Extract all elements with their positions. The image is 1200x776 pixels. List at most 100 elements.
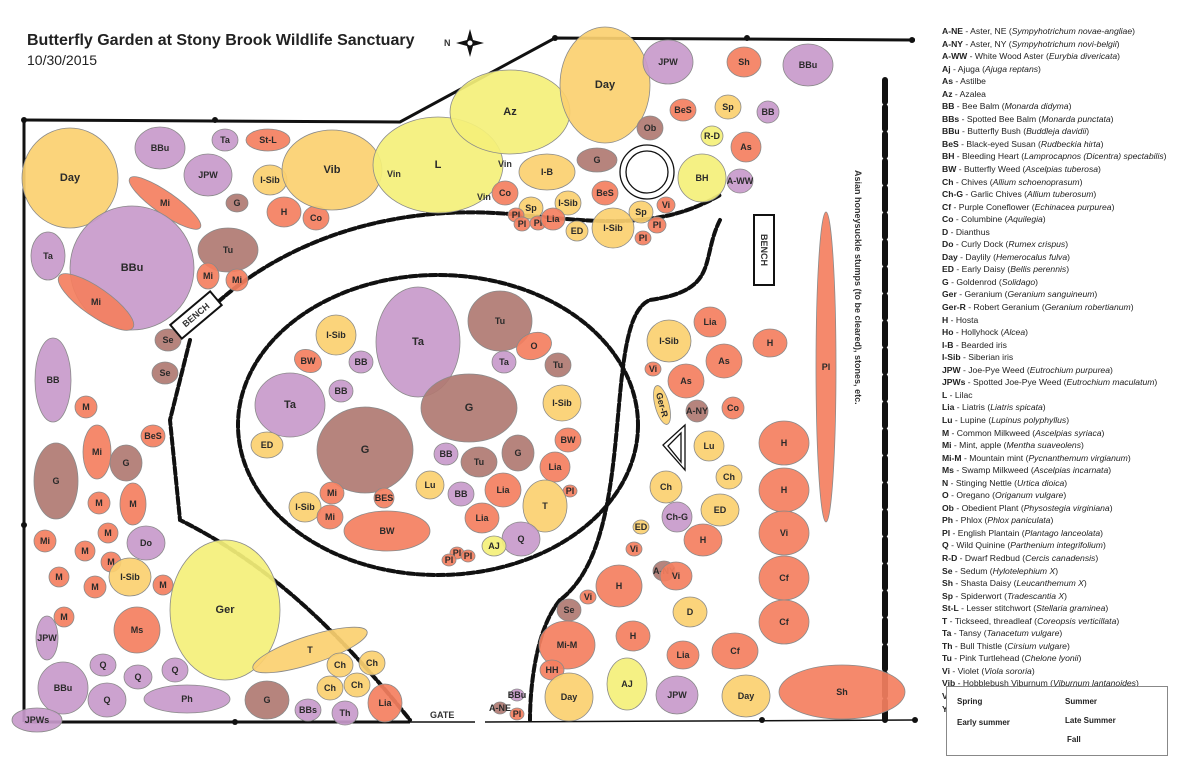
- plant-bbs: BBs: [294, 698, 322, 722]
- plant-shape: [447, 481, 475, 507]
- plant-shape: [778, 664, 906, 720]
- plant-shape: [169, 539, 281, 681]
- plant-shape: [151, 361, 179, 385]
- legend-code: Ms: [942, 465, 954, 476]
- legend-code: Aj: [942, 63, 951, 74]
- legend-name: - Butterfly Bush (: [959, 126, 1027, 137]
- plant-shape: [87, 491, 111, 515]
- legend-name: - Lupine (: [952, 414, 992, 425]
- plant-label: St-L: [259, 135, 277, 145]
- plant-label: Sp: [525, 203, 537, 213]
- legend-code: JPW: [942, 364, 961, 375]
- plant-bw: BW: [294, 349, 322, 373]
- plant-vi: Vi: [644, 361, 662, 377]
- fence-bottom-right: [484, 719, 916, 723]
- legend-entry: A-NY - Aster, NY (Sympyhotrichum novi-be…: [942, 38, 1120, 49]
- legend-code: Sp: [942, 590, 953, 601]
- legend-entry: Sh - Shasta Daisy (Leucanthemum X): [942, 578, 1087, 589]
- plant-label: BW: [561, 435, 576, 445]
- plant-shape: [11, 707, 63, 733]
- plant-shape: [375, 286, 461, 398]
- legend-code: O: [942, 490, 949, 501]
- plant-shape: [758, 510, 810, 556]
- plant-shape: [326, 652, 354, 678]
- legend-scientific-name: Pycnanthemum virgianum: [1028, 452, 1128, 463]
- plant-shape: [140, 424, 166, 448]
- plant-label: ED: [635, 522, 648, 532]
- plant-label: BBu: [508, 690, 527, 700]
- plant-shape: [250, 431, 284, 459]
- plant-shape: [433, 442, 459, 466]
- plant-label: H: [630, 631, 637, 641]
- plant-label: Ch: [660, 482, 672, 492]
- plant-label: Ch: [324, 683, 336, 693]
- season-key-early-summer: Early summer: [957, 718, 1010, 727]
- plant-h: H: [595, 564, 643, 608]
- legend-scientific-name: Hylotelephium X: [992, 565, 1056, 576]
- plant-shape: [669, 98, 697, 122]
- legend-entry: Aj - Ajuga (Ajuga reptans): [942, 63, 1041, 74]
- plant-shape: [705, 343, 743, 379]
- plant-day: Day: [721, 674, 771, 718]
- plant-label: A-WW: [727, 176, 754, 186]
- plant-label: Day: [561, 692, 578, 702]
- plant-q: Q: [161, 657, 189, 683]
- plant-label: L: [435, 159, 442, 171]
- legend-name: - Robert Geranium (: [965, 302, 1045, 313]
- plant-label: BB: [440, 449, 453, 459]
- season-key-late-summer: Late Summer: [1065, 716, 1116, 725]
- triangle-marker: [662, 423, 686, 472]
- plant-label: HH: [546, 665, 559, 675]
- legend-entry: Ta - Tansy (Tanacetum vulgare): [942, 628, 1063, 639]
- plant-g: G: [316, 406, 414, 494]
- plant-label: BH: [696, 173, 709, 183]
- plant-shape: [74, 395, 98, 419]
- legend-scientific-name: Ascelpias tuberosa: [1025, 164, 1099, 175]
- plant-label: Ger: [216, 604, 236, 616]
- legend-scientific-name: Physostegia virginiana: [1023, 502, 1110, 513]
- plant-label: Q: [171, 665, 178, 675]
- legend-entry: BBu - Butterfly Bush (Buddleja davidii): [942, 126, 1090, 137]
- legend-code: Ch: [942, 176, 954, 187]
- plant-label: BB: [355, 357, 368, 367]
- plant-label: As: [680, 376, 692, 386]
- legend-name: - Tansy (: [951, 628, 987, 639]
- plant-label: Ta: [43, 251, 54, 261]
- plant-shape: [113, 606, 161, 654]
- plant-shape: [37, 661, 89, 715]
- plant-m: M: [74, 395, 98, 419]
- plant-se: Se: [154, 328, 182, 352]
- legend-entry: ED - Early Daisy (Bellis perennis): [942, 264, 1070, 275]
- plant-shape: [659, 561, 693, 591]
- plant-label: Lia: [676, 650, 690, 660]
- vin-label-2: Vin: [498, 159, 512, 169]
- legend-entry: Q - Wild Quinine (Parthenium integrifoli…: [942, 540, 1106, 551]
- legend-name: - Spotted Bee Balm (: [959, 113, 1042, 124]
- legend-entry: A-NE - Aster, NE (Sympyhotrichum novae-a…: [942, 26, 1135, 36]
- plant-ch-g: Ch-G: [661, 501, 693, 533]
- plant-shape: [108, 557, 152, 597]
- legend-entry: Ob - Obedient Plant (Physostegia virgini…: [942, 502, 1113, 513]
- plant-label: Az: [503, 106, 517, 118]
- plant-m: M: [97, 522, 119, 544]
- plant-shape: [542, 384, 582, 422]
- legend-name: - White Wood Aster (: [967, 51, 1049, 62]
- legend-scientific-name: Bellis perennis: [1010, 264, 1067, 275]
- plant-i-sib: I-Sib: [288, 491, 322, 523]
- plant-shape: [715, 464, 743, 490]
- plant-shape: [693, 306, 727, 338]
- plant-label: I-Sib: [603, 223, 623, 233]
- birdbath: [619, 144, 675, 200]
- plant-label: Co: [727, 403, 739, 413]
- legend-entry: T - Tickseed, threadleaf (Coreopsis vert…: [942, 615, 1120, 626]
- legend-name: - Pink Turtlehead (: [951, 653, 1025, 664]
- plant-tu: Tu: [460, 446, 498, 478]
- plant-label: Ch: [723, 472, 735, 482]
- legend-entry: D - Dianthus: [942, 226, 1200, 239]
- plant-aj: AJ: [481, 535, 507, 557]
- plant-shape: [97, 522, 119, 544]
- plant-label: G: [233, 198, 240, 208]
- plant-ed: ED: [632, 519, 650, 535]
- plant-shape: [196, 262, 220, 290]
- legend-entry: G - Goldenrod (Solidago): [942, 276, 1039, 287]
